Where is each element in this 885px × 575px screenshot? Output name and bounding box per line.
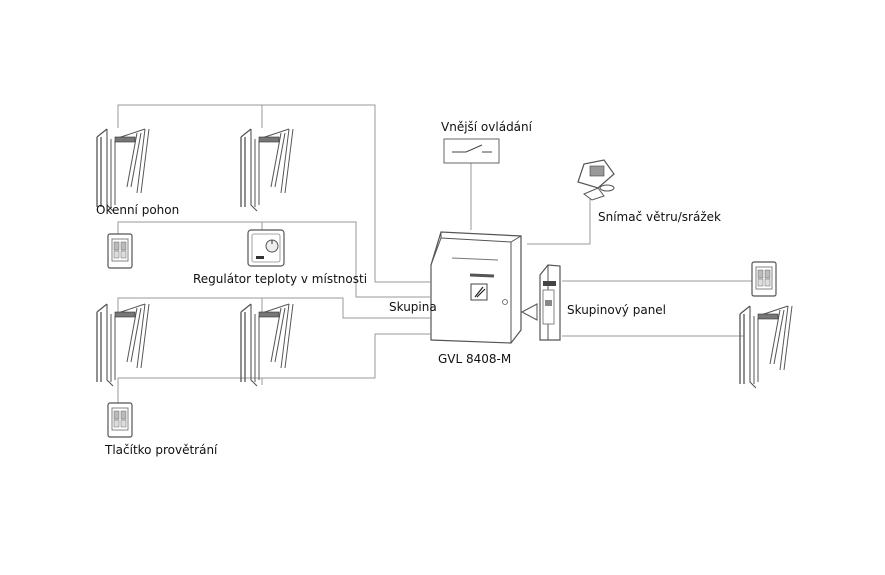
label-wind-rain-sensor: Snímač větru/srážek <box>598 210 721 224</box>
label-external-control: Vnější ovládání <box>441 120 532 134</box>
central-unit-icon <box>430 231 522 344</box>
group-panel-icon <box>520 264 561 341</box>
wall-switch-icon <box>107 233 133 269</box>
label-central-unit: GVL 8408-M <box>438 352 512 366</box>
window-drive-icon <box>240 303 294 387</box>
window-drive-icon <box>96 303 150 387</box>
label-group-panel: Skupinový panel <box>567 303 667 317</box>
wire-window-row-2 <box>117 333 430 385</box>
wall-switch-icon <box>751 261 777 297</box>
wire-thermostat-row <box>117 221 430 298</box>
label-group: Skupina <box>389 300 437 314</box>
label-window-drive: Okenní pohon <box>96 203 180 217</box>
window-drive-icon <box>739 305 793 389</box>
vent-button-icon <box>107 402 133 438</box>
wire-sensor <box>527 198 591 245</box>
window-drive-icon <box>240 128 294 212</box>
label-room-thermostat: Regulátor teploty v místnosti <box>193 272 368 286</box>
window-drive-icon <box>96 128 150 212</box>
external-control-icon <box>443 138 500 164</box>
wind-rain-sensor-icon <box>577 159 615 201</box>
label-vent-button: Tlačítko provětrání <box>105 443 218 457</box>
wire-window-row-1 <box>117 104 430 283</box>
wire-group <box>117 297 430 319</box>
room-thermostat-icon <box>247 229 285 267</box>
